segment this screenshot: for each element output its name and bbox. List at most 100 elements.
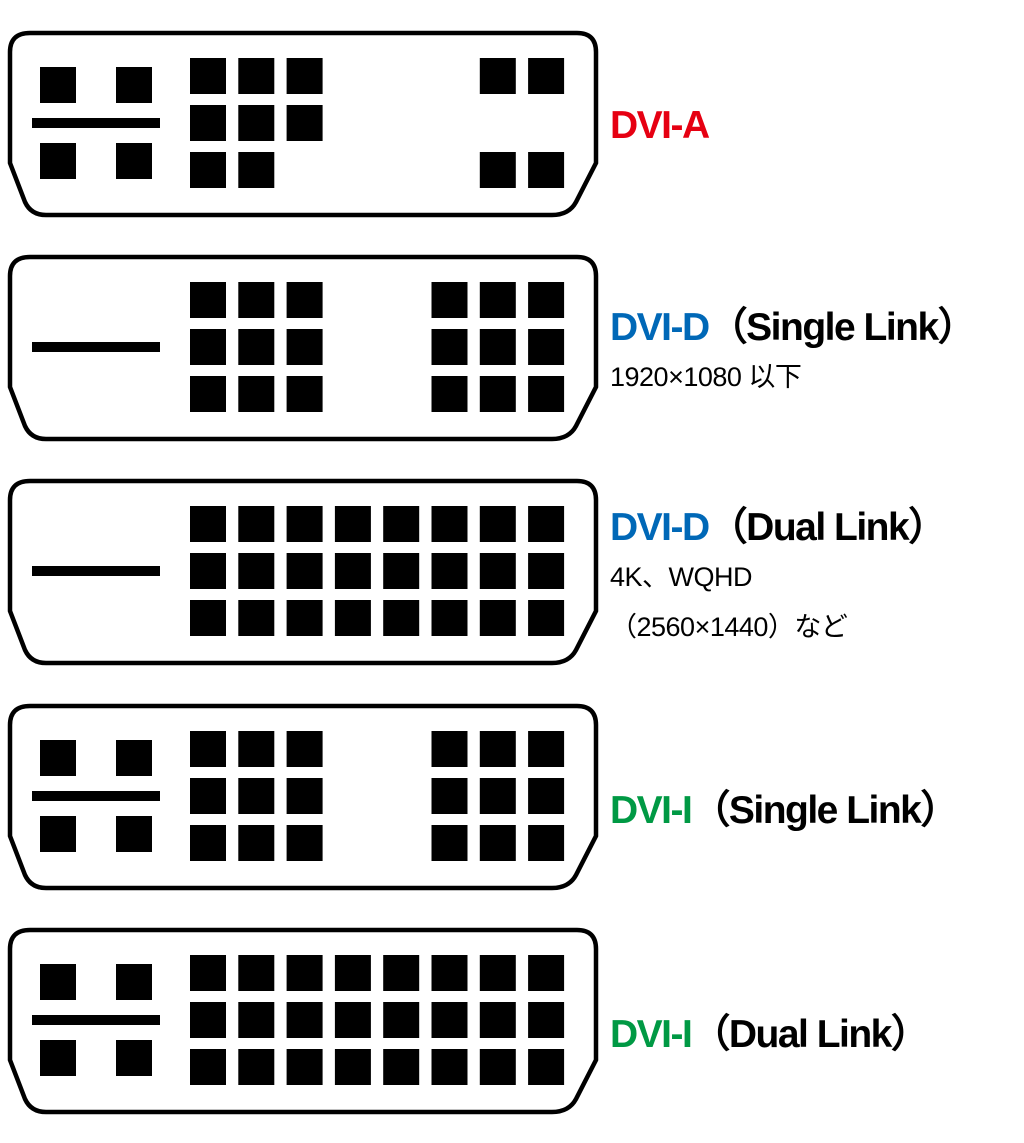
digital-pin: [238, 825, 275, 861]
digital-pin: [190, 282, 226, 318]
digital-pin: [238, 778, 275, 814]
digital-pin: [479, 1049, 516, 1085]
digital-pin: [479, 778, 516, 814]
resolution-note: （2560×1440）など: [610, 612, 848, 642]
connector-dvi-i: [7, 703, 599, 891]
digital-pin: [479, 1002, 516, 1038]
connector-link: （Dual Link）: [708, 506, 948, 549]
connector-dvi-d: [7, 254, 599, 442]
digital-pin: [479, 825, 516, 861]
digital-pin: [528, 825, 565, 861]
label-dvi-i-dual: DVI-I（Dual Link）: [610, 1003, 930, 1059]
digital-pin: [190, 1049, 226, 1085]
digital-pin: [528, 1049, 565, 1085]
digital-pin: [190, 58, 226, 94]
digital-pin: [286, 282, 323, 318]
digital-pin: [238, 553, 275, 589]
digital-pin: [383, 1049, 420, 1085]
digital-pin: [286, 1002, 323, 1038]
digital-pin: [190, 1002, 226, 1038]
digital-pin: [431, 955, 468, 991]
digital-pin: [238, 506, 275, 542]
digital-pin: [383, 506, 420, 542]
digital-pin: [190, 506, 226, 542]
digital-pin: [286, 955, 323, 991]
digital-pin: [190, 731, 226, 767]
digital-pin: [286, 1049, 323, 1085]
digital-pin: [238, 600, 275, 636]
digital-pin: [334, 506, 371, 542]
digital-pin: [190, 553, 226, 589]
digital-pin: [479, 731, 516, 767]
label-dvi-d-single: DVI-D（Single Link） 1920×1080 以下: [610, 296, 977, 402]
digital-pin: [334, 955, 371, 991]
digital-pin: [431, 825, 468, 861]
digital-pin: [286, 376, 323, 412]
connector-type: DVI-I: [610, 789, 693, 832]
analog-pin: [116, 143, 152, 179]
digital-pin: [334, 553, 371, 589]
digital-pin: [334, 1049, 371, 1085]
digital-pin: [479, 955, 516, 991]
digital-pin: [286, 825, 323, 861]
connector-dvi-a: [7, 30, 599, 218]
resolution-note: 1920×1080 以下: [610, 362, 802, 392]
digital-pin: [238, 152, 275, 188]
digital-pin: [190, 152, 226, 188]
digital-pin: [238, 1049, 275, 1085]
digital-pin: [238, 376, 275, 412]
connector-dvi-i: [7, 927, 599, 1115]
digital-pin: [479, 553, 516, 589]
label-dvi-d-dual: DVI-D（Dual Link） 4K、WQHD （2560×1440）など: [610, 496, 948, 652]
digital-pin: [431, 731, 468, 767]
digital-pin: [286, 553, 323, 589]
connector-type: DVI-D: [610, 306, 710, 349]
digital-pin: [528, 731, 565, 767]
digital-pin: [238, 955, 275, 991]
digital-pin: [190, 600, 226, 636]
digital-pin: [479, 506, 516, 542]
connector-type: DVI-I: [610, 1013, 693, 1056]
analog-pin: [116, 67, 152, 103]
analog-pin: [116, 816, 152, 852]
analog-pin: [40, 964, 76, 1000]
digital-pin: [479, 58, 516, 94]
digital-pin: [286, 506, 323, 542]
digital-pin: [286, 600, 323, 636]
digital-pin: [286, 105, 323, 141]
analog-pin: [40, 67, 76, 103]
digital-pin: [238, 1002, 275, 1038]
digital-pin: [431, 1049, 468, 1085]
digital-pin: [383, 955, 420, 991]
analog-pin: [40, 1040, 76, 1076]
label-dvi-a: DVI-A: [610, 104, 710, 148]
ground-blade: [32, 1015, 160, 1025]
digital-pin: [528, 506, 565, 542]
digital-pin: [528, 282, 565, 318]
digital-pin: [190, 825, 226, 861]
digital-pin: [479, 376, 516, 412]
digital-pin: [431, 506, 468, 542]
digital-pin: [190, 955, 226, 991]
digital-pin: [238, 282, 275, 318]
connector-type: DVI-A: [610, 104, 710, 147]
digital-pin: [190, 778, 226, 814]
analog-pin: [40, 143, 76, 179]
ground-blade: [32, 791, 160, 801]
digital-pin: [190, 329, 226, 365]
digital-pin: [286, 778, 323, 814]
digital-pin: [238, 329, 275, 365]
digital-pin: [479, 282, 516, 318]
digital-pin: [479, 329, 516, 365]
connector-type: DVI-D: [610, 506, 710, 549]
digital-pin: [431, 376, 468, 412]
connector-link: （Dual Link）: [691, 1013, 930, 1056]
digital-pin: [431, 282, 468, 318]
ground-blade: [32, 118, 160, 128]
digital-pin: [528, 553, 565, 589]
digital-pin: [528, 778, 565, 814]
digital-pin: [383, 600, 420, 636]
digital-pin: [190, 105, 226, 141]
digital-pin: [334, 600, 371, 636]
